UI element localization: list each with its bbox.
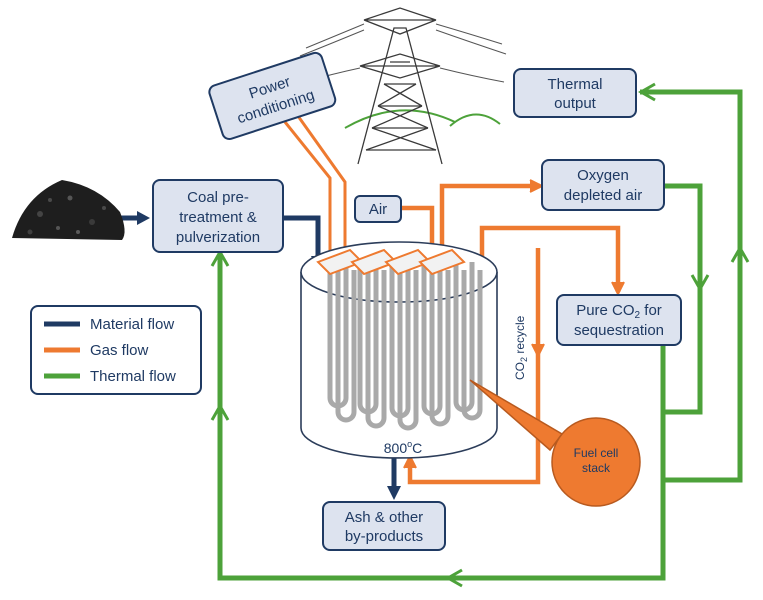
material-pretreat-line [284,215,321,262]
svg-text:Thermal flow: Thermal flow [90,368,176,385]
thermal-output-line-2: output [554,95,597,112]
fuel-cell-label-2: stack [582,461,611,475]
thermal-oxygen-line [663,183,703,415]
air-box: Air [354,195,402,223]
thermal-arrow-left [210,402,230,421]
coal-pretreatment-box: Coal pre- treatment & pulverization [152,179,284,253]
fuel-cell-bubble [551,417,641,507]
gas-recycle-line [407,248,541,485]
gas-power-line-2 [296,115,347,262]
gas-co2-arrow [611,281,625,297]
power-conditioning-box: Power conditioning [208,51,337,140]
material-ash-arrow [387,486,401,500]
thermal-arrow-right [730,244,750,263]
stack-tubes [327,262,483,431]
gas-co2-line [479,225,621,292]
gas-oxygen-arrow [529,179,545,193]
thermal-output-line-1: Thermal [547,76,602,93]
co2-recycle-label: CO2 recycle [513,315,529,380]
pure-co2-line-2: sequestration [574,322,664,339]
svg-text:Gas flow: Gas flow [90,342,149,359]
pure-co2-line-1: Pure CO2 for [576,302,662,321]
thermal-loop-bottom [217,250,666,581]
oxygen-depleted-air-line-2: depleted air [564,187,642,204]
fuel-cell-stack: 800oC [300,241,498,459]
pure-co2-box: Pure CO2 for sequestration [556,294,682,346]
oxygen-depleted-air-line-1: Oxygen [577,167,629,184]
thermal-arrow-bottom [444,568,463,588]
ash-line-1: Ash & other [345,509,423,526]
thermal-output-box: Thermal output [513,68,637,118]
legend-item-material: Material flow [44,316,174,333]
thermal-arrow-output [637,82,656,102]
coal-pretreatment-line-2: treatment & [179,209,257,226]
thermal-loop-right [640,89,743,483]
gas-power-line-1 [283,121,332,262]
coal-pretreatment-line-1: Coal pre- [187,189,249,206]
legend-frame [30,305,202,395]
fuel-cell-label-1: Fuel cell [574,446,619,460]
svg-text:Material flow: Material flow [90,316,174,333]
legend-item-thermal: Thermal flow [44,368,176,385]
legend-item-gas: Gas flow [44,342,149,359]
thermal-arrow-oxygen [690,274,710,293]
gas-recycle-arrow-down [531,343,545,359]
coal-pretreatment-line-3: pulverization [176,229,260,246]
gas-oxygen-line [439,183,540,272]
stack-manifolds [316,248,466,276]
air-label: Air [369,201,387,218]
coal-pile-icon [12,180,125,240]
stack-temperature: 800oC [384,439,423,456]
power-tower-icon [299,7,507,165]
ash-byproducts-box: Ash & other by-products [322,501,446,551]
legend: Material flow Gas flow Thermal flow [30,305,202,395]
material-coal-arrow [137,211,150,225]
ash-line-2: by-products [345,528,423,545]
oxygen-depleted-air-box: Oxygen depleted air [541,159,665,211]
thermal-flow-lines [210,82,750,588]
fuel-cell-callout: Fuel cell stack [469,379,641,507]
